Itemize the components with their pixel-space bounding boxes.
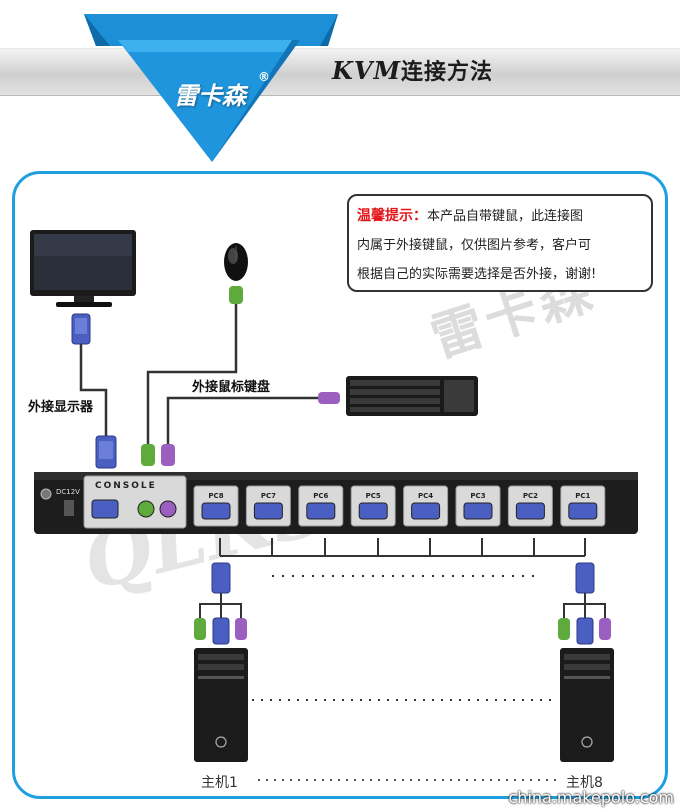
monitor-icon [30,230,136,307]
mouse-green-plug-icon [229,286,243,304]
pc-port-pc2: PC2 [507,485,553,527]
pc-port-pc5: PC5 [350,485,396,527]
tip-box: 温馨提示：本产品自带键鼠，此连接图 内属于外接键鼠，仅供图片参考，客户可 根据自… [347,194,653,292]
pc-port-pc4: PC4 [403,485,449,527]
power-label: DC12V [56,488,80,496]
pc-port-label: PC6 [313,492,328,500]
pc-port-label: PC8 [208,492,223,500]
title-chinese: 连接方法 [401,60,494,85]
host-8-label: 主机8 [566,775,603,791]
tip-line-3: 根据自己的实际需要选择是否外接，谢谢! [357,267,597,282]
host-1-label: 主机1 [201,775,238,791]
pc-port-pc7: PC7 [245,485,291,527]
console-purple-plug-icon [161,444,175,466]
pc-port-label: PC4 [418,492,433,500]
pc-port-label: PC3 [470,492,485,500]
tip-line-2: 内属于外接键鼠，仅供图片参考，客户可 [357,238,592,253]
external-monitor-label: 外接显示器 [28,400,94,415]
pc-bus-wiring [219,538,586,557]
console-label: CONSOLE [95,481,157,491]
page-title: KVM连接方法 [332,55,493,87]
pc-port-label: PC5 [366,492,381,500]
pc-port-pc3: PC3 [455,485,501,527]
host-1-cable-set [194,562,247,645]
host-8-cable-set [558,562,611,645]
brand-registered-mark: ® [258,70,270,84]
host-8-tower-icon [560,648,614,762]
keyboard-purple-plug-icon [318,392,340,404]
pc-port-pc8: PC8 [193,485,239,527]
title-latin: KVM [332,56,402,85]
mouse-icon [224,243,248,281]
pc-port-group: PC8 PC7 PC6 PC5 PC4 PC3 PC2 PC1 [193,485,606,527]
tip-line-1: 本产品自带键鼠，此连接图 [427,209,584,224]
site-watermark: china.makepolo.com [508,788,675,807]
console-vga-plug-icon [95,435,117,469]
console-green-plug-icon [141,444,155,466]
tip-title: 温馨提示： [357,208,427,224]
pc-port-pc1: PC1 [560,485,606,527]
pc-port-label: PC7 [261,492,276,500]
brand-logo-text: 雷卡森 [174,82,246,110]
pc-port-label: PC2 [523,492,538,500]
monitor-vga-plug-icon [71,313,91,345]
pc-port-label: PC1 [575,492,590,500]
external-mouse-keyboard-label: 外接鼠标键盘 [192,380,271,395]
header-band [0,48,680,96]
host-1-tower-icon [194,648,248,762]
keyboard-icon [346,376,478,416]
pc-port-pc6: PC6 [298,485,344,527]
